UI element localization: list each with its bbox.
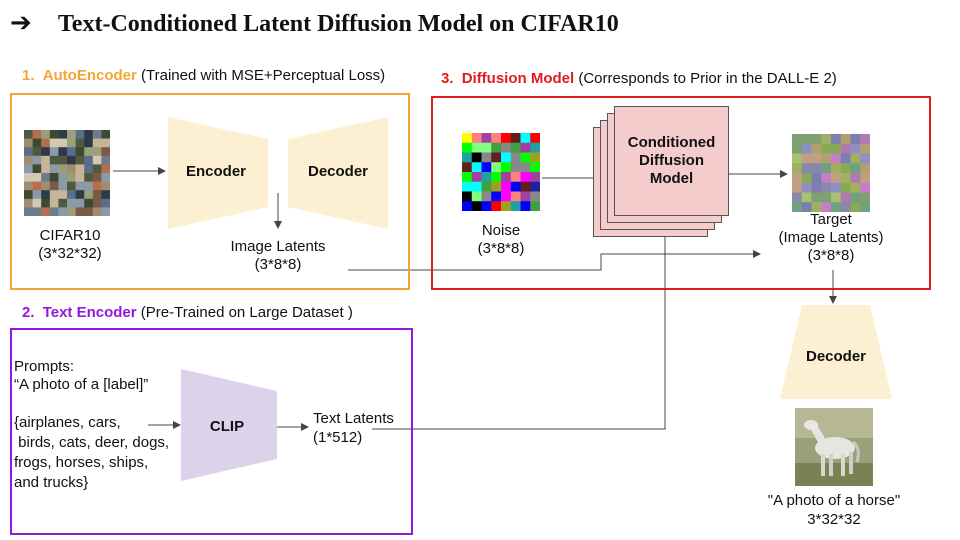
clip-shape bbox=[181, 369, 277, 481]
image-latents-label: Image Latents bbox=[230, 238, 326, 255]
title-arrow-icon: ➔ bbox=[10, 8, 32, 38]
output-decoder-shape bbox=[780, 305, 892, 399]
model-label: Conditioned Diffusion Model bbox=[614, 134, 729, 188]
cifar10-image-grid bbox=[24, 130, 110, 216]
text-encoder-desc: (Pre-Trained on Large Dataset ) bbox=[140, 304, 353, 321]
target-latents-image bbox=[792, 134, 870, 212]
arrow-latents-to-target bbox=[348, 250, 761, 271]
target-sublabel: (Image Latents) bbox=[778, 229, 884, 246]
class-labels-line-3: frogs, horses, ships, bbox=[14, 454, 149, 471]
class-labels-line-4: and trucks} bbox=[14, 474, 89, 491]
autoencoder-number: 1. bbox=[22, 67, 35, 84]
cifar10-dims: (3*32*32) bbox=[38, 245, 102, 262]
autoencoder-box bbox=[10, 93, 410, 290]
model-label-line-1: Conditioned bbox=[627, 134, 716, 151]
noise-label: Noise bbox=[481, 222, 521, 239]
diffusion-name: Diffusion Model bbox=[461, 70, 575, 87]
prompts-label: Prompts: bbox=[14, 358, 75, 375]
text-encoder-name: Text Encoder bbox=[42, 304, 137, 321]
encoder-label: Encoder bbox=[185, 163, 246, 180]
decoder-label: Decoder bbox=[307, 163, 369, 180]
class-labels-line-2: birds, cats, deer, dogs, bbox=[14, 434, 170, 451]
autoencoder-name: AutoEncoder bbox=[42, 67, 137, 84]
decoder-shape bbox=[288, 117, 388, 229]
text-encoder-section-title: 2. Text Encoder (Pre-Trained on Large Da… bbox=[22, 304, 353, 321]
output-dims: 3*32*32 bbox=[807, 511, 861, 528]
text-latents-dims: (1*512) bbox=[313, 429, 363, 446]
clip-label: CLIP bbox=[209, 418, 245, 435]
diffusion-section-title: 3. Diffusion Model (Corresponds to Prior… bbox=[441, 70, 837, 87]
noise-image bbox=[462, 133, 540, 211]
model-label-line-2: Diffusion bbox=[639, 152, 704, 169]
autoencoder-section-title: 1. AutoEncoder (Trained with MSE+Percept… bbox=[22, 67, 385, 84]
prompt-template: “A photo of a [label]” bbox=[14, 376, 149, 393]
conditioned-diffusion-model bbox=[614, 106, 729, 216]
output-decoder-label: Decoder bbox=[805, 348, 867, 365]
page-title: Text-Conditioned Latent Diffusion Model … bbox=[58, 11, 619, 37]
class-labels-line-1: {airplanes, cars, bbox=[14, 414, 121, 431]
autoencoder-desc: (Trained with MSE+Perceptual Loss) bbox=[141, 67, 386, 84]
encoder-shape bbox=[168, 117, 268, 229]
output-horse-image bbox=[795, 408, 873, 486]
text-latents-label: Text Latents bbox=[313, 410, 394, 427]
diffusion-desc: (Corresponds to Prior in the DALL-E 2) bbox=[578, 70, 837, 87]
text-encoder-number: 2. bbox=[22, 304, 35, 321]
output-caption: "A photo of a horse" bbox=[767, 492, 901, 509]
noise-dims: (3*8*8) bbox=[477, 240, 525, 257]
target-dims: (3*8*8) bbox=[807, 247, 855, 264]
target-label: Target bbox=[810, 211, 852, 228]
text-encoder-box bbox=[10, 328, 413, 535]
model-label-line-3: Model bbox=[649, 170, 694, 187]
image-latents-dims: (3*8*8) bbox=[254, 256, 302, 273]
diffusion-box bbox=[431, 96, 931, 290]
cifar10-label: CIFAR10 bbox=[39, 227, 101, 244]
diffusion-number: 3. bbox=[441, 70, 454, 87]
